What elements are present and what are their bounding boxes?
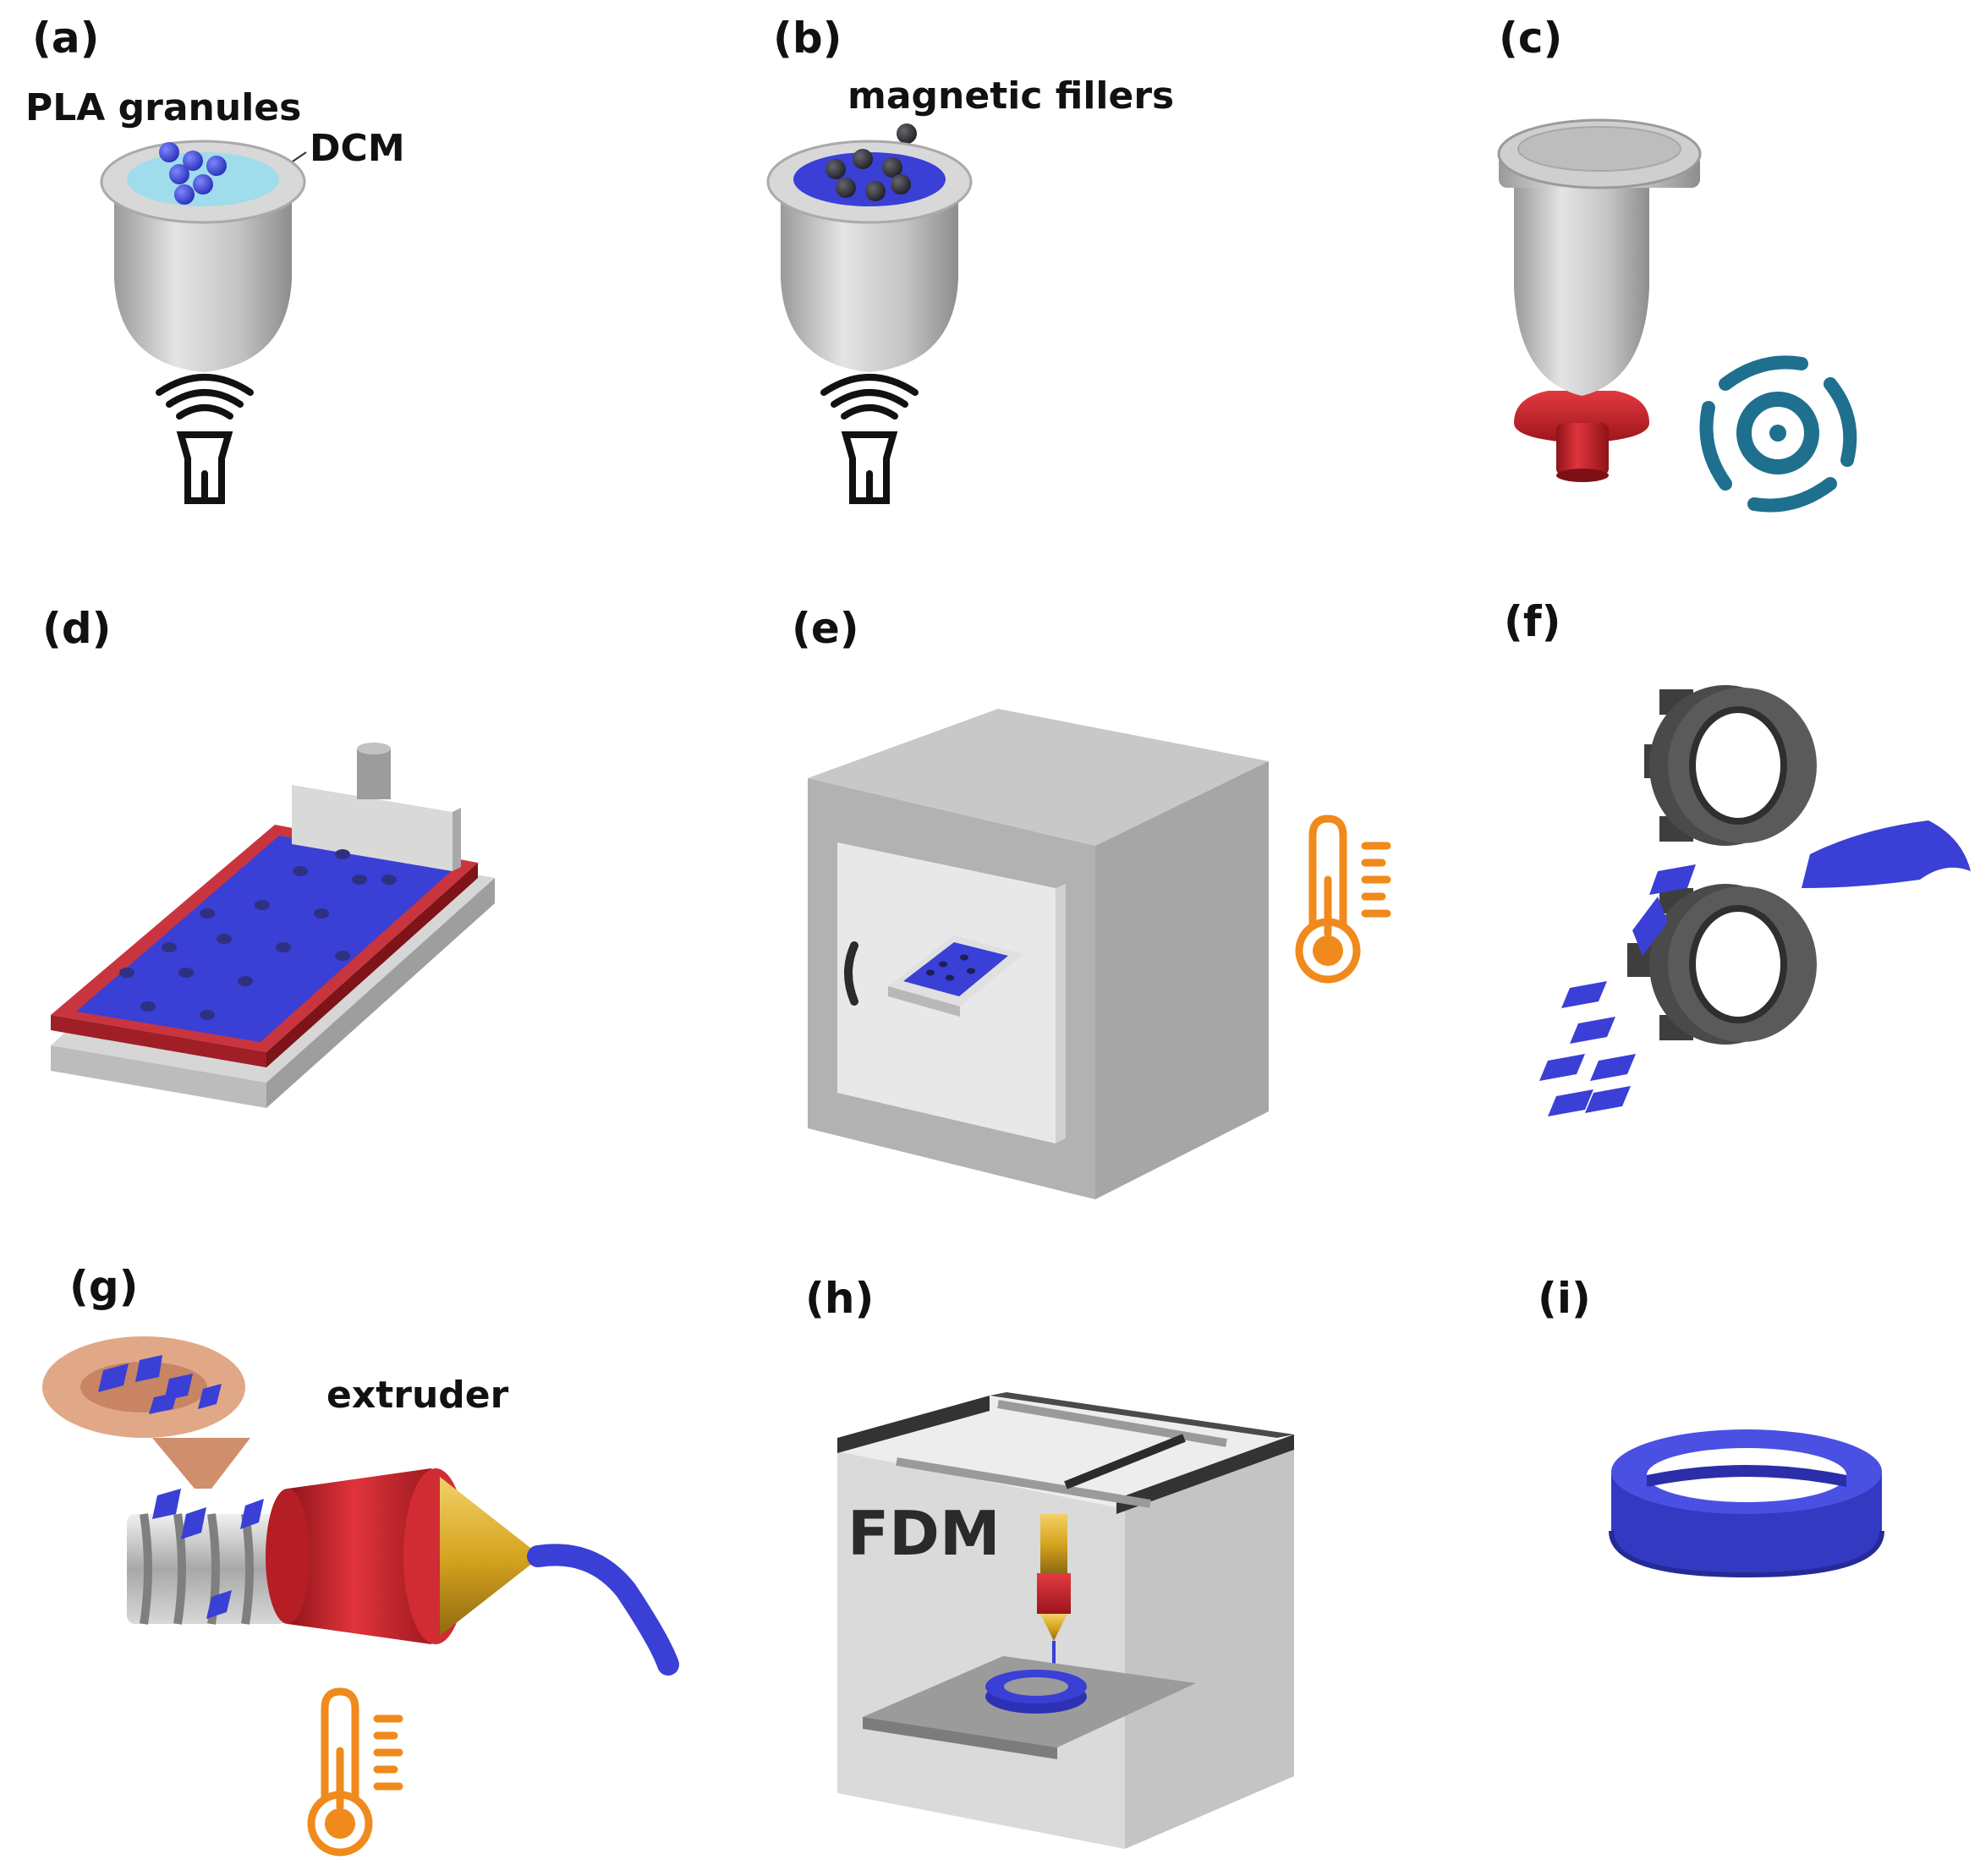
magnetic-fillers-label: magnetic fillers bbox=[847, 74, 1174, 118]
panel-label-b: (b) bbox=[773, 14, 842, 63]
shredder-gears-icon bbox=[1539, 685, 1971, 1116]
panel-h: (h) FDM bbox=[805, 1274, 1294, 1849]
extruder-hopper-icon bbox=[42, 1336, 679, 1676]
dcm-label: DCM bbox=[310, 127, 405, 170]
ultrasonic-probe-icon bbox=[820, 374, 919, 504]
panel-label-h: (h) bbox=[805, 1274, 874, 1323]
panel-c: (c) bbox=[1497, 14, 1857, 513]
vortex-mixer-icon bbox=[1699, 355, 1857, 513]
panel-label-c: (c) bbox=[1499, 14, 1562, 63]
printed-ring-icon bbox=[1609, 1429, 1884, 1578]
panel-g: (g) extruder bbox=[42, 1262, 679, 1857]
ultrasonic-probe-icon bbox=[156, 374, 254, 504]
fdm-label: FDM bbox=[847, 1498, 1001, 1569]
thermometer-icon bbox=[307, 1687, 403, 1857]
falling-filler-particle bbox=[897, 123, 917, 144]
panel-label-d: (d) bbox=[42, 604, 112, 653]
panel-d: (d) bbox=[42, 604, 495, 1108]
fdm-printer-icon: FDM bbox=[837, 1392, 1294, 1849]
panel-f: (f) bbox=[1504, 597, 1971, 1116]
panel-label-a: (a) bbox=[32, 14, 99, 63]
panel-b: (b) magnetic fillers bbox=[766, 14, 1174, 504]
panel-label-f: (f) bbox=[1504, 597, 1560, 646]
panel-label-g: (g) bbox=[69, 1262, 139, 1311]
sealed-crucible-icon bbox=[1497, 118, 1702, 482]
thermometer-icon bbox=[1295, 815, 1391, 984]
panel-i: (i) bbox=[1538, 1274, 1884, 1578]
crucible-icon bbox=[766, 140, 973, 372]
casting-tray-icon bbox=[51, 743, 495, 1108]
panel-e: (e) bbox=[792, 604, 1391, 1199]
panel-a: (a) PLA granules DCM bbox=[25, 14, 405, 504]
panel-label-e: (e) bbox=[792, 604, 859, 653]
pla-granules-label: PLA granules bbox=[25, 86, 301, 129]
panel-label-i: (i) bbox=[1538, 1274, 1591, 1323]
extruder-label: extruder bbox=[326, 1374, 509, 1417]
drying-oven-icon bbox=[808, 709, 1269, 1199]
crucible-icon bbox=[100, 140, 306, 372]
